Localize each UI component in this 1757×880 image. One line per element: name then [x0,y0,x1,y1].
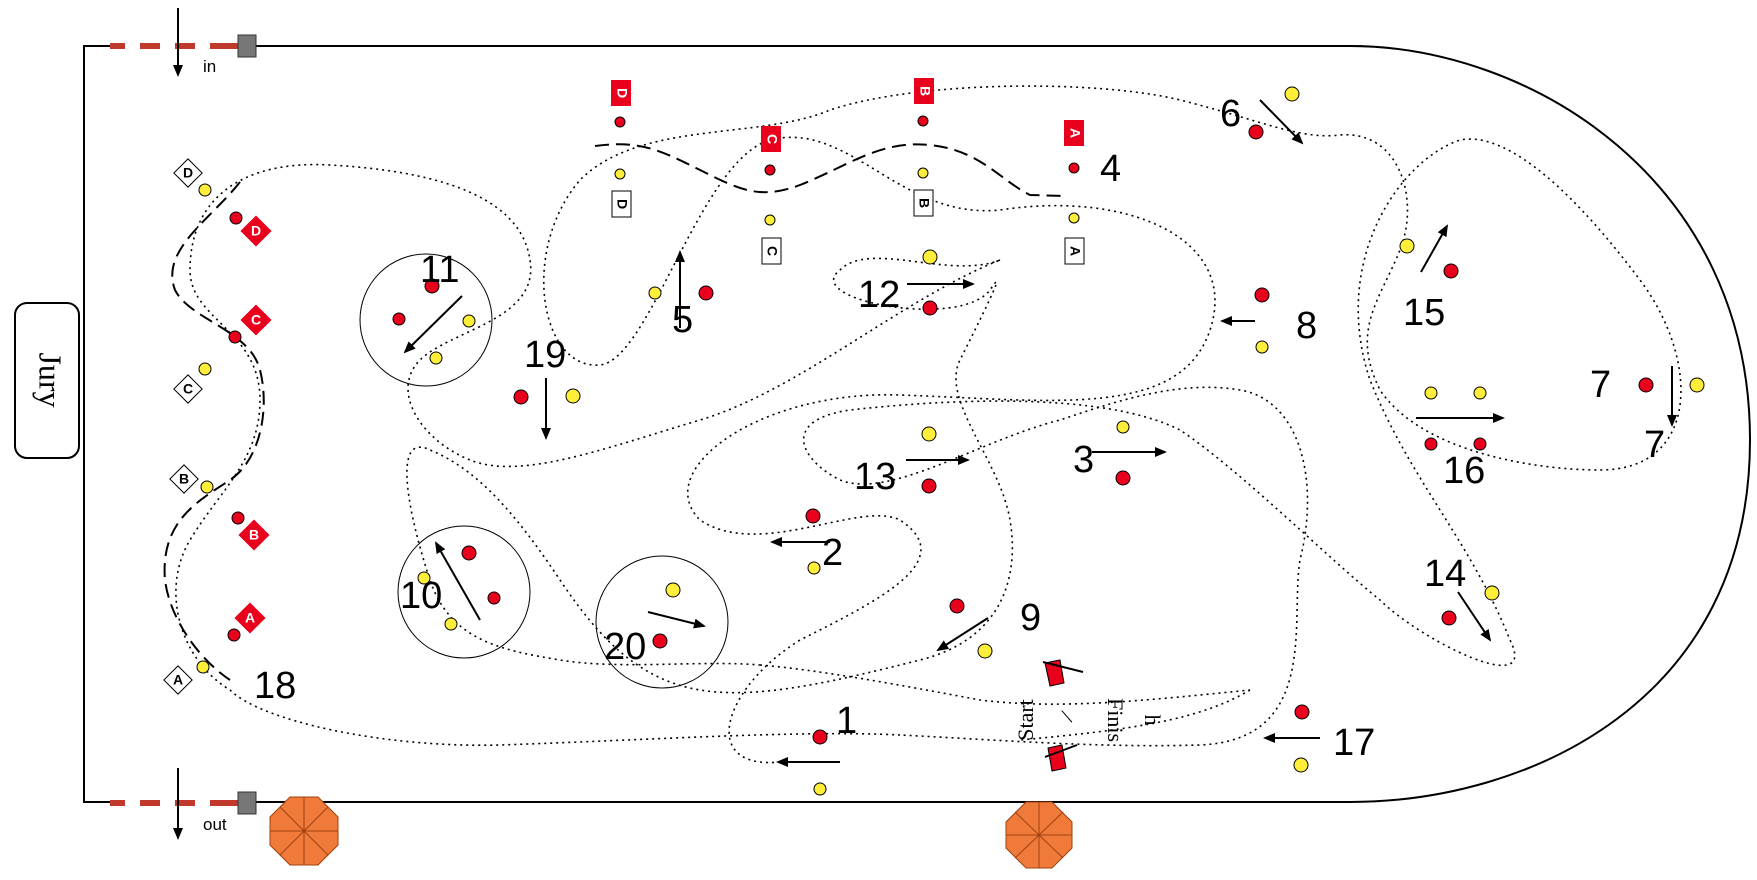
svg-text:A: A [173,672,183,688]
start-flag-icon [1042,659,1084,687]
volte-circle-10 [397,525,531,659]
finish-label-h: h [1140,715,1165,726]
figure-number-13: 13 [854,456,896,498]
svg-text:B: B [179,471,189,487]
svg-text:D: D [614,88,630,98]
volte-circle-20 [595,555,729,689]
umbrella-icon [1005,801,1073,869]
in-label: in [203,57,216,76]
letters-long-side-red: D C B A [611,78,1084,152]
arena-border [83,45,1752,803]
figure-number-7a: 7 [1590,364,1611,406]
figure-number-20: 20 [604,626,646,668]
figure-number-2: 2 [822,532,843,574]
svg-text:B: B [916,198,932,208]
red-markers [227,115,1654,745]
figure-number-6: 6 [1220,93,1241,135]
figure-number-14: 14 [1424,553,1466,595]
svg-text:D: D [251,223,261,239]
exit-gate-icon[interactable] [110,768,257,840]
dotted-track [175,85,1682,764]
svg-text:A: A [1067,246,1083,256]
start-label: Start [1013,699,1038,741]
svg-text:C: C [251,312,261,328]
svg-text:A: A [245,610,255,626]
figure-number-1: 1 [836,700,857,742]
entry-gate-icon[interactable] [110,8,257,77]
svg-text:D: D [614,199,630,209]
yellow-markers [196,86,1705,796]
figure-number-5: 5 [672,299,693,341]
figure-number-19: 19 [524,334,566,376]
svg-text:D: D [183,165,193,181]
svg-text:C: C [183,381,193,397]
svg-text:A: A [1067,128,1083,138]
figure-number-9: 9 [1020,597,1041,639]
letters-short-side-red: D C B A [234,215,272,634]
umbrella-icon [269,796,339,866]
figure-number-16: 16 [1443,450,1485,492]
dashed-line-short-side [163,181,265,681]
figure-number-8: 8 [1296,305,1317,347]
figure-number-3: 3 [1073,439,1094,481]
finish-flag-icon [1044,744,1078,772]
figure-numbers: 1 2 3 4 5 6 7 7 8 9 10 11 12 13 14 15 16… [254,93,1665,764]
slash-label: / [1054,707,1079,726]
figure-number-10: 10 [400,575,442,617]
figure-number-4: 4 [1100,148,1121,190]
jury-label: Jury [33,352,69,407]
figure-number-7b: 7 [1644,424,1665,466]
out-label: out [203,815,227,834]
svg-text:C: C [764,246,780,256]
figure-number-11: 11 [420,249,459,291]
svg-text:C: C [764,134,780,144]
figure-number-15: 15 [1403,292,1445,334]
figure-number-18: 18 [254,665,296,707]
letters-long-side-white: D C B A [611,189,1085,265]
svg-text:B: B [917,86,933,96]
figure-number-12: 12 [858,274,900,316]
volte-circle-11 [359,253,493,387]
svg-text:B: B [249,527,259,543]
dashed-line-long-side [594,143,1064,197]
figure-number-17: 17 [1333,722,1375,764]
direction-arrows [403,99,1677,767]
finish-label: Finis [1103,698,1128,742]
jury-box: Jury [14,302,80,459]
letters-short-side-white: D C B A [163,158,203,695]
